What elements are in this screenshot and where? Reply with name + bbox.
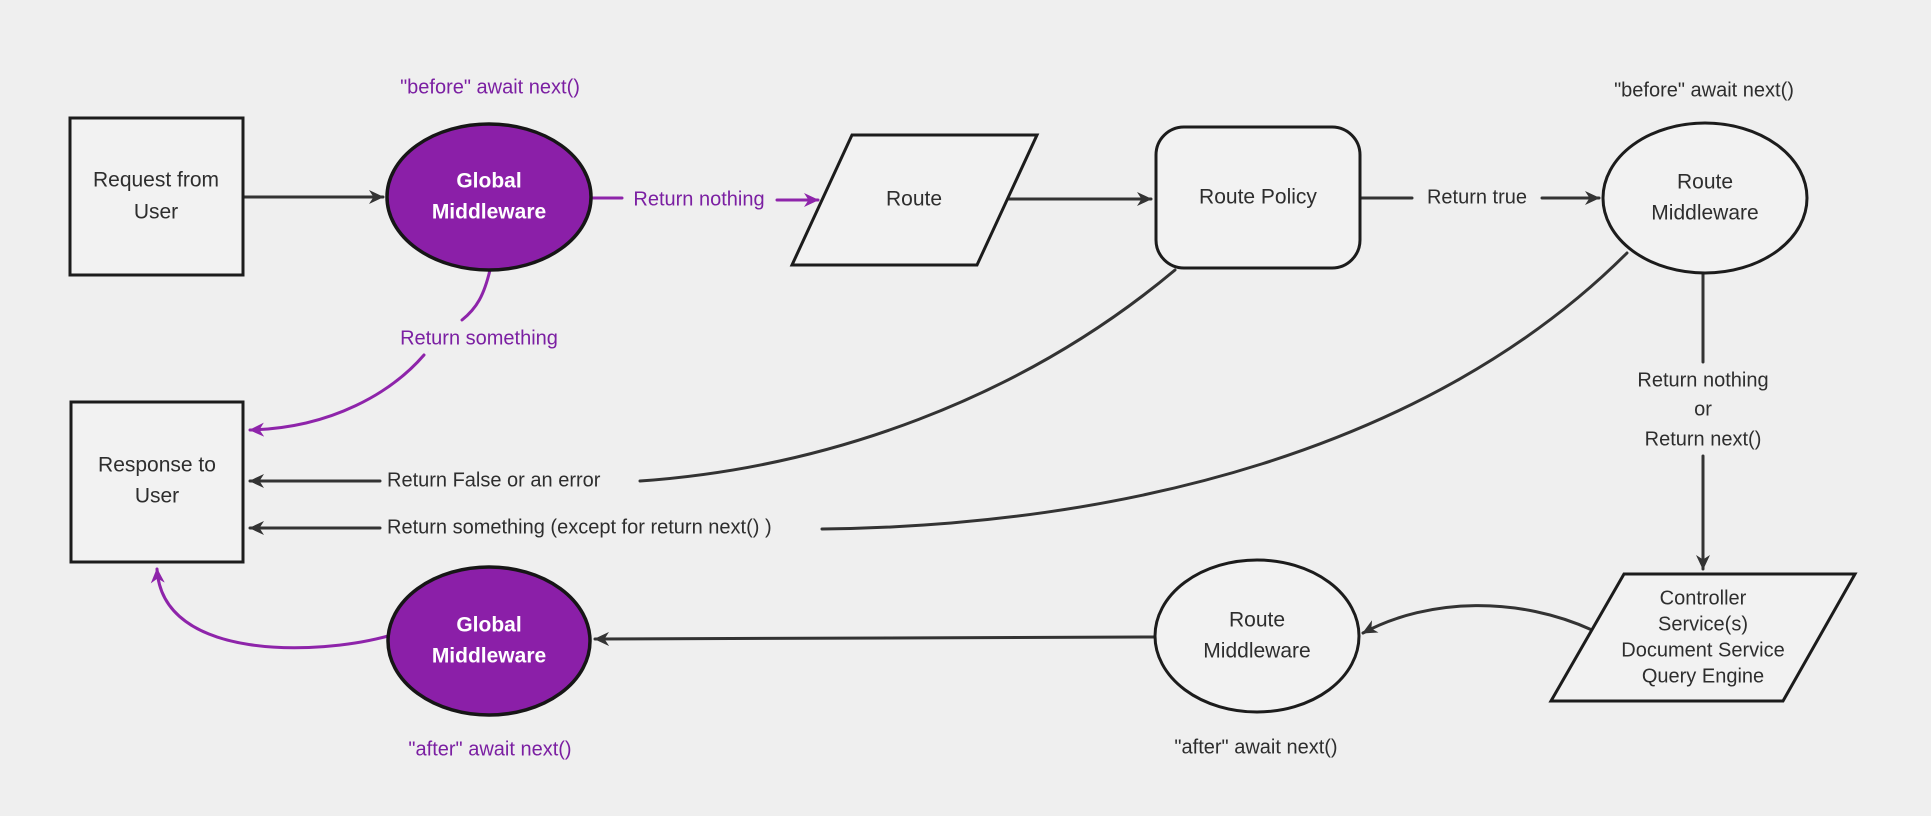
- route-policy-box: [1154, 125, 1362, 270]
- node-request-from-user: Request from User: [68, 116, 245, 277]
- route-middleware-bottom-ellipse: [1153, 558, 1361, 714]
- node-route-middleware-bottom: Route Middleware: [1153, 558, 1361, 714]
- node-controller-services: Controller Service(s) Document Service Q…: [1548, 572, 1858, 703]
- label-return-something-except: Return something (except for return next…: [387, 516, 772, 538]
- global-middleware-top-label-line2: Middleware: [432, 201, 546, 224]
- controller-parallelogram: [1548, 572, 1858, 703]
- label-return-something-top: Return something: [400, 327, 558, 349]
- global-middleware-bottom-label-line2: Middleware: [432, 645, 546, 668]
- label-return-nothing-or-line2: or: [1694, 398, 1712, 420]
- request-from-user-label-line2: User: [134, 201, 178, 224]
- route-middleware-top-label-line1: Route: [1677, 171, 1733, 194]
- response-to-user-label-line1: Response to: [98, 454, 216, 477]
- node-route-policy: Route Policy: [1154, 125, 1362, 270]
- node-global-middleware-top: Global Middleware: [385, 122, 593, 272]
- controller-label-line1: Controller: [1660, 587, 1747, 609]
- label-return-nothing-or-line1: Return nothing: [1637, 369, 1768, 391]
- label-after-await-next-route: "after" await next(): [1174, 736, 1337, 758]
- edges-purple: [150, 193, 820, 650]
- route-middleware-bottom-label-line2: Middleware: [1203, 640, 1310, 663]
- global-middleware-bottom-ellipse: [386, 565, 592, 717]
- node-route: Route: [789, 133, 1040, 267]
- controller-label-line2: Service(s): [1658, 613, 1748, 635]
- edge-controller-to-route-middleware-bottom: [1361, 604, 1594, 635]
- edge-global-middleware-bottom-to-response: [150, 567, 390, 650]
- edge-route-policy-to-return-false-label: [638, 268, 1177, 483]
- label-before-await-next-route: "before" await next(): [1614, 79, 1794, 101]
- controller-label-line4: Query Engine: [1642, 665, 1764, 687]
- route-middleware-top-ellipse: [1601, 121, 1809, 275]
- node-global-middleware-bottom: Global Middleware: [386, 565, 592, 717]
- edge-route-middleware-to-return-something-except-label: [820, 251, 1629, 531]
- route-policy-label: Route Policy: [1199, 186, 1317, 209]
- edge-global-middleware-to-return-something-label: [460, 268, 492, 322]
- route-parallelogram: [789, 133, 1040, 267]
- route-label: Route: [886, 188, 942, 211]
- response-to-user-label-line2: User: [135, 485, 179, 508]
- label-return-false-or-error: Return False or an error: [387, 469, 601, 491]
- global-middleware-bottom-label-line1: Global: [456, 614, 521, 637]
- label-before-await-next-global: "before" await next(): [400, 76, 580, 98]
- global-middleware-top-label-line1: Global: [456, 170, 521, 193]
- edge-return-something-label-to-response: [248, 353, 426, 437]
- label-return-nothing-purple: Return nothing: [633, 188, 764, 210]
- request-from-user-box: [68, 116, 245, 277]
- edges-black: [241, 190, 1710, 646]
- node-route-middleware-top: Route Middleware: [1601, 121, 1809, 275]
- route-middleware-top-label-line2: Middleware: [1651, 202, 1758, 225]
- node-response-to-user: Response to User: [69, 400, 245, 564]
- label-return-true: Return true: [1427, 186, 1527, 208]
- edge-labels: "before" await next() Return something R…: [387, 76, 1794, 760]
- edge-route-middleware-bottom-to-global-middleware-bottom: [593, 631, 1157, 646]
- label-after-await-next-global: "after" await next(): [408, 738, 571, 760]
- request-from-user-label-line1: Request from: [93, 169, 219, 192]
- global-middleware-top-ellipse: [385, 122, 593, 272]
- label-return-nothing-or-line3: Return next(): [1645, 428, 1762, 450]
- response-to-user-box: [69, 400, 245, 564]
- controller-label-line3: Document Service: [1621, 639, 1784, 661]
- route-middleware-bottom-label-line1: Route: [1229, 609, 1285, 632]
